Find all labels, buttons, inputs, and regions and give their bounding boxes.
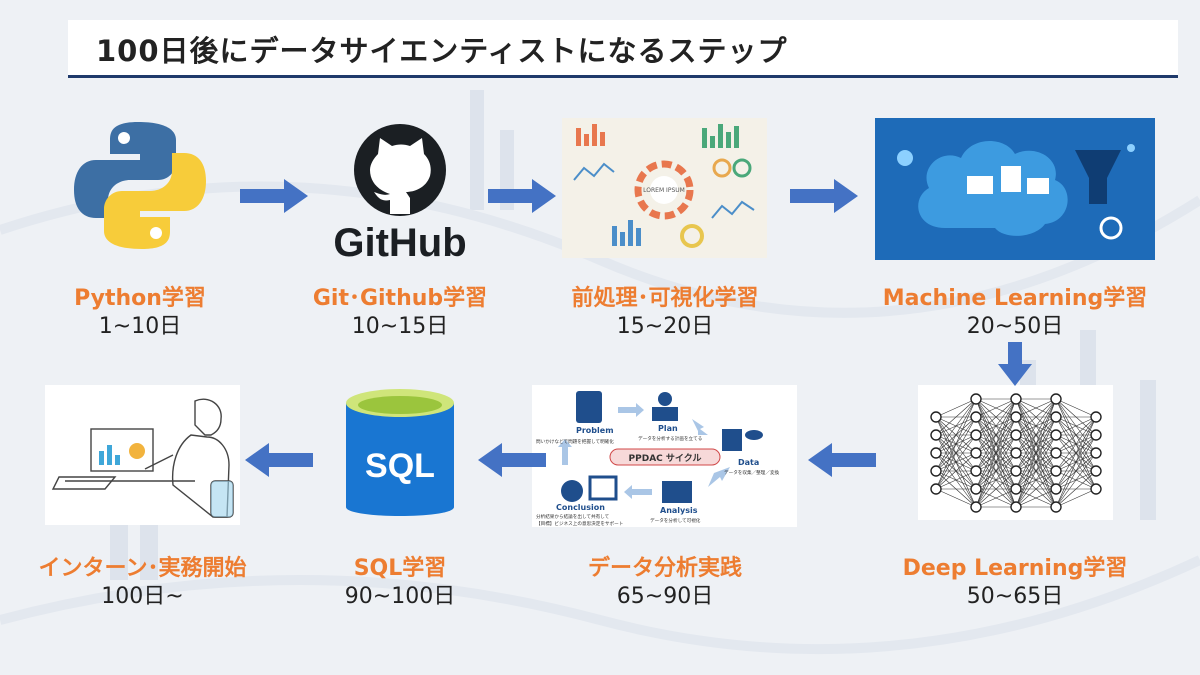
step-caption: Deep Learning学習 50~65日 <box>875 555 1155 611</box>
ppdac-analysis-title: Analysis <box>660 506 698 515</box>
step-days: 1~10日 <box>98 314 182 339</box>
neural-node <box>1010 447 1022 459</box>
step-label: Deep Learning学習 <box>902 556 1128 581</box>
neural-node <box>970 429 982 441</box>
person-at-computer-icon <box>45 385 240 525</box>
neural-node <box>1050 465 1062 477</box>
ppdac-data-title: Data <box>738 458 759 467</box>
neural-node <box>1010 429 1022 441</box>
neural-node <box>1010 393 1022 405</box>
ppdac-conclusion-desc: 分析結果から結論を出して共有して <box>536 513 610 520</box>
arrow-left-icon <box>808 443 876 477</box>
ppdac-analysis-desc: データを分析して可視化 <box>650 517 701 524</box>
arrow-left-icon <box>245 443 313 477</box>
ppdac-plan-desc: データを分析する計画を立てる <box>638 435 702 442</box>
step-caption: Git･Github学習 10~15日 <box>290 285 510 341</box>
neural-node <box>1010 501 1022 513</box>
neural-node <box>970 411 982 423</box>
ppdac-center-label: PPDAC サイクル <box>629 453 702 464</box>
neural-network-icon <box>918 385 1113 520</box>
neural-node <box>1050 483 1062 495</box>
step-caption: Python学習 1~10日 <box>40 285 240 341</box>
machine-learning-icon <box>875 118 1155 260</box>
neural-node <box>970 483 982 495</box>
ppdac-conclusion-goal: 【目標】ビジネス上の意思決定をサポート <box>536 520 623 527</box>
arrow-right-icon <box>790 179 858 213</box>
neural-node <box>970 465 982 477</box>
step-label: Python学習 <box>74 286 206 311</box>
step-days: 10~15日 <box>351 314 449 339</box>
neural-node <box>1050 501 1062 513</box>
step-caption: Machine Learning学習 20~50日 <box>860 285 1170 341</box>
step-days: 65~90日 <box>616 584 714 609</box>
arrow-left-icon <box>478 443 546 477</box>
neural-node <box>1010 411 1022 423</box>
ppdac-data-desc: データを収集／整理／変換 <box>724 469 780 476</box>
title-banner: 100日後にデータサイエンティストになるステップ <box>68 20 1178 78</box>
page-title: 100日後にデータサイエンティストになるステップ <box>96 34 788 68</box>
neural-node <box>1090 411 1102 423</box>
step-days: 100日~ <box>101 584 184 609</box>
neural-node <box>1090 447 1102 459</box>
step-label: 前処理･可視化学習 <box>571 286 759 311</box>
step-days: 90~100日 <box>344 584 456 609</box>
neural-node <box>1090 465 1102 477</box>
step-caption: インターン･実務開始 100日~ <box>30 555 255 611</box>
arrow-down-icon <box>998 342 1032 386</box>
step-days: 15~20日 <box>616 314 714 339</box>
ppdac-cycle-icon: PPDAC サイクル Problem 問いかけなどで問題を把握して明確化 Pla… <box>532 385 797 527</box>
neural-node <box>970 393 982 405</box>
step-label: SQL学習 <box>353 556 447 581</box>
neural-node <box>970 447 982 459</box>
neural-node <box>1050 447 1062 459</box>
ppdac-plan-title: Plan <box>658 424 678 433</box>
sql-logo-text: SQL <box>365 447 435 485</box>
neural-node <box>930 447 942 459</box>
neural-node <box>1090 483 1102 495</box>
arrow-right-icon <box>240 179 308 213</box>
ppdac-problem-title: Problem <box>576 426 614 435</box>
neural-node <box>1090 429 1102 441</box>
viz-center-text: LOREM IPSUM <box>643 187 685 194</box>
neural-node <box>930 411 942 423</box>
ppdac-problem-desc: 問いかけなどで問題を把握して明確化 <box>536 438 614 445</box>
step-caption: 前処理･可視化学習 15~20日 <box>550 285 780 341</box>
step-days: 50~65日 <box>966 584 1064 609</box>
neural-node <box>1010 465 1022 477</box>
neural-node <box>930 465 942 477</box>
step-caption: SQL学習 90~100日 <box>300 555 500 611</box>
python-logo-icon <box>74 122 206 249</box>
github-logo-icon: GitHub <box>333 124 467 265</box>
step-label: Git･Github学習 <box>312 286 488 311</box>
step-days: 20~50日 <box>966 314 1064 339</box>
neural-node <box>1010 483 1022 495</box>
github-wordmark: GitHub <box>333 221 466 265</box>
step-label: Machine Learning学習 <box>882 286 1148 311</box>
neural-node <box>1050 429 1062 441</box>
sql-database-icon: SQL <box>346 389 454 516</box>
arrow-right-icon <box>488 179 556 213</box>
data-visualization-icon: LOREM IPSUM <box>562 118 767 258</box>
step-label: データ分析実践 <box>587 556 742 581</box>
neural-node <box>930 429 942 441</box>
step-label: インターン･実務開始 <box>38 556 247 581</box>
step-caption: データ分析実践 65~90日 <box>550 555 780 611</box>
neural-node <box>1050 411 1062 423</box>
ppdac-conclusion-title: Conclusion <box>556 503 605 512</box>
neural-node <box>930 483 942 495</box>
neural-node <box>1050 393 1062 405</box>
neural-node <box>970 501 982 513</box>
